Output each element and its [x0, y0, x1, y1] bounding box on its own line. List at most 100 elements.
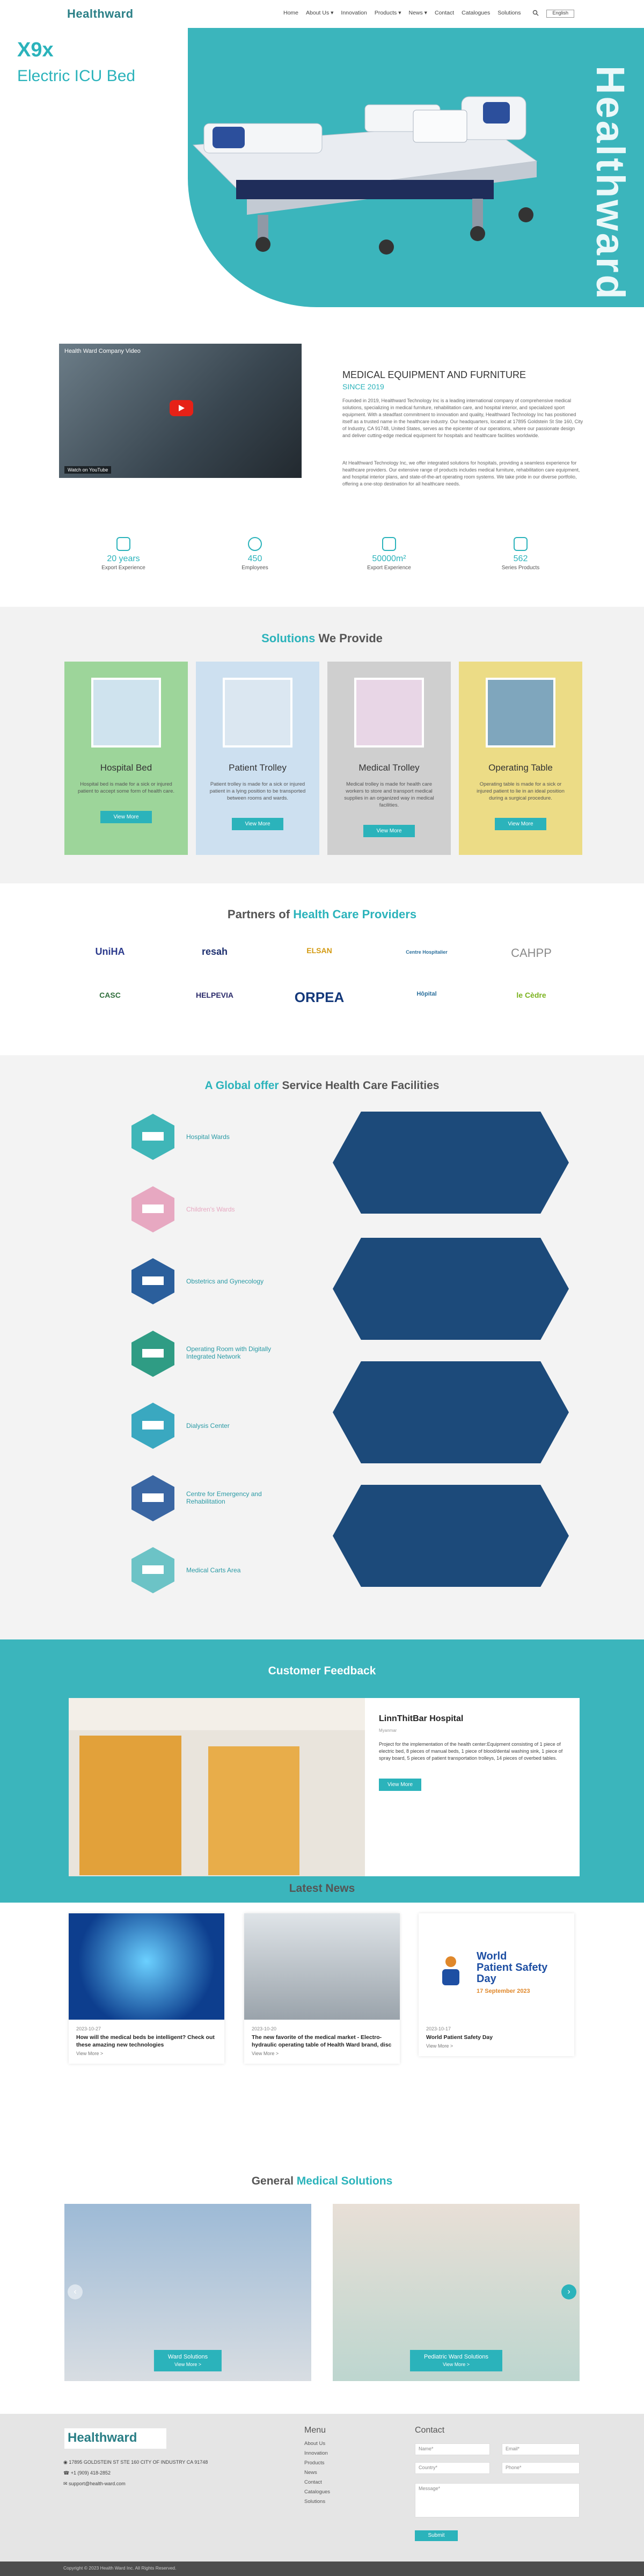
facilities-title: A Global offer Service Health Care Facil…	[204, 1079, 440, 1092]
operating-room-icon[interactable]	[129, 1330, 177, 1378]
medical-carts-icon[interactable]	[129, 1546, 177, 1594]
footer-menu-item[interactable]: Innovation	[304, 2450, 328, 2456]
footer-address: ◉ 17895 GOLDSTEIN ST STE 160 CITY OF IND…	[63, 2459, 208, 2465]
hospital-wards-icon[interactable]	[129, 1113, 177, 1161]
footer-menu-item[interactable]: Solutions	[304, 2499, 326, 2505]
facility-label[interactable]: Dialysis Center	[186, 1422, 230, 1430]
country-field[interactable]: Country*	[415, 2462, 490, 2474]
partner-logo[interactable]: CASC	[99, 991, 121, 999]
nav-solutions[interactable]: Solutions	[497, 10, 521, 16]
watch-on-youtube[interactable]: Watch on YouTube	[64, 466, 112, 474]
partner-logo[interactable]: Hôpital	[416, 991, 437, 997]
nav-home[interactable]: Home	[283, 10, 299, 16]
nav-innovation[interactable]: Innovation	[341, 10, 367, 16]
about-paragraph-2: At Healthward Technology Inc, we offer i…	[342, 460, 580, 487]
operating-table-image	[486, 678, 555, 748]
stat-item: 50000m² Export Experience	[352, 537, 427, 571]
view-more-button[interactable]: View More	[363, 825, 415, 837]
facility-label[interactable]: Centre for Emergency and Rehabilitation	[186, 1490, 262, 1505]
feedback-image	[69, 1698, 365, 1876]
chevron-left-icon[interactable]: ‹	[68, 2284, 83, 2299]
language-select[interactable]: English	[546, 10, 574, 18]
nav-news[interactable]: News ▾	[408, 10, 427, 16]
hospital-bed-image	[91, 678, 161, 748]
stat-item: 562 Series Products	[483, 537, 558, 571]
news-image	[244, 1913, 400, 2020]
floorplan-image	[333, 1112, 569, 1214]
partner-logo[interactable]: CAHPP	[511, 946, 552, 960]
nav-contact[interactable]: Contact	[434, 10, 455, 16]
submit-button[interactable]: Submit	[415, 2530, 458, 2541]
dialysis-icon[interactable]	[129, 1402, 177, 1450]
feedback-text: Project for the implementation of the he…	[379, 1741, 563, 1761]
search-icon[interactable]	[532, 10, 539, 18]
floorplan-image	[333, 1238, 569, 1340]
facility-label[interactable]: Operating Room with Digitally Integrated…	[186, 1345, 272, 1360]
footer-menu-item[interactable]: Contact	[304, 2479, 322, 2485]
news-title: Latest News	[289, 1882, 355, 1895]
company-video[interactable]: Health Ward Company Video Watch on YouTu…	[59, 344, 302, 478]
footer-menu-item[interactable]: About Us	[304, 2441, 326, 2447]
obstetrics-icon[interactable]	[129, 1257, 177, 1305]
chevron-right-icon[interactable]: ›	[561, 2284, 576, 2299]
stat-item: 20 years Export Experience	[86, 537, 161, 571]
footer-menu-item[interactable]: News	[304, 2470, 317, 2476]
email-field[interactable]: Email*	[502, 2443, 580, 2455]
nav-products[interactable]: Products ▾	[374, 10, 401, 16]
news-card[interactable]: 2023-10-27 How will the medical beds be …	[69, 1913, 224, 2064]
name-field[interactable]: Name*	[415, 2443, 490, 2455]
solution-card[interactable]: Medical Trolley Medical trolley is made …	[327, 662, 451, 855]
floorplan-image	[333, 1485, 569, 1587]
feedback-title: Customer Feedback	[268, 1665, 376, 1677]
products-icon	[514, 537, 528, 551]
nav-catalogues[interactable]: Catalogues	[462, 10, 491, 16]
footer-menu-item[interactable]: Products	[304, 2460, 325, 2466]
partner-logo[interactable]: ELSAN	[306, 946, 332, 955]
calendar-icon	[116, 537, 130, 551]
feedback-view-more-button[interactable]: View More	[379, 1779, 422, 1791]
news-card[interactable]: 2023-10-20 The new favorite of the medic…	[244, 1913, 400, 2064]
feedback-panel: LinnThitBar Hospital Myanmar Project for…	[365, 1698, 580, 1876]
message-field[interactable]: Message*	[415, 2483, 580, 2517]
footer-menu-heading: Menu	[304, 2426, 326, 2435]
factory-icon	[382, 537, 396, 551]
footer-menu-item[interactable]: Catalogues	[304, 2489, 331, 2495]
medical-trolley-image	[354, 678, 424, 748]
site-logo[interactable]: Healthward	[67, 7, 134, 20]
emergency-icon[interactable]	[129, 1474, 177, 1522]
main-nav: Home About Us ▾ Innovation Products ▾ Ne…	[283, 10, 574, 18]
footer-phone: ☎ +1 (909) 418-2852	[63, 2470, 111, 2476]
play-icon[interactable]	[170, 400, 193, 416]
facility-label[interactable]: Hospital Wards	[186, 1133, 230, 1141]
icu-bed-image	[192, 96, 538, 255]
solution-card[interactable]: Hospital Bed Hospital bed is made for a …	[64, 662, 188, 855]
facility-label[interactable]: Obstetrics and Gynecology	[186, 1278, 264, 1285]
about-heading: MEDICAL EQUIPMENT AND FURNITURE	[342, 369, 526, 380]
hero-subtitle: Electric ICU Bed	[17, 67, 136, 85]
view-more-button[interactable]: View More	[495, 818, 546, 830]
partner-logo[interactable]: UniHA	[95, 946, 125, 957]
partner-logo[interactable]: HELPEVIA	[195, 991, 233, 999]
video-title: Health Ward Company Video	[64, 348, 141, 354]
partner-logo[interactable]: resah	[201, 946, 228, 957]
nav-about[interactable]: About Us ▾	[306, 10, 334, 16]
facility-label[interactable]: Children's Wards	[186, 1206, 235, 1213]
view-more-button[interactable]: View More	[232, 818, 283, 830]
partner-logo[interactable]: Centre Hospitalier	[406, 949, 448, 955]
solution-card[interactable]: Operating Table Operating table is made …	[459, 662, 582, 855]
solution-card[interactable]: Patient Trolley Patient trolley is made …	[196, 662, 319, 855]
patient-trolley-image	[223, 678, 292, 748]
hero-vertical-word: Healthward	[588, 66, 633, 301]
view-more-button[interactable]: View More	[100, 811, 152, 823]
partner-logo[interactable]: ORPEA	[294, 989, 345, 1005]
childrens-wards-icon[interactable]	[129, 1185, 177, 1233]
phone-field[interactable]: Phone*	[502, 2462, 580, 2474]
footer-logo[interactable]: Healthward	[64, 2428, 166, 2449]
facility-label[interactable]: Medical Carts Area	[186, 1566, 241, 1574]
partner-logo[interactable]: le Cèdre	[516, 991, 546, 999]
